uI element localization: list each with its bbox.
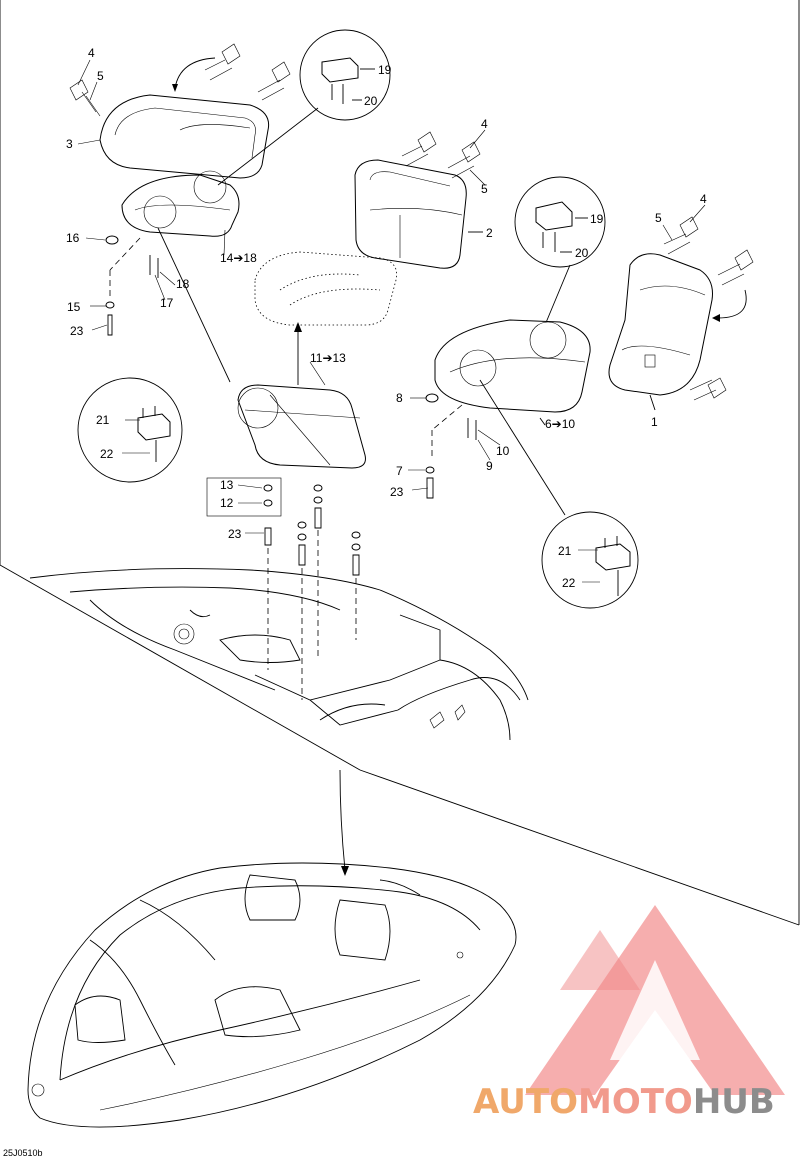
callout-leaders bbox=[77, 59, 706, 583]
callout-20-top: 20 bbox=[364, 94, 378, 108]
callout-6-10: 6➔10 bbox=[545, 417, 575, 431]
hinge-clips-middle bbox=[401, 131, 481, 179]
detail-circle-19-20-top bbox=[217, 29, 391, 186]
callout-19-top: 19 bbox=[378, 63, 392, 77]
frame-lines bbox=[0, 0, 800, 926]
callout-8: 8 bbox=[396, 391, 403, 405]
callout-15: 15 bbox=[67, 300, 81, 314]
boat-deck-closeup bbox=[29, 568, 529, 876]
detail-circle-19-20-right bbox=[514, 176, 606, 326]
callout-10: 10 bbox=[496, 444, 510, 458]
callout-21-left: 21 bbox=[96, 413, 110, 427]
seat-backrest-3 bbox=[99, 94, 270, 179]
seat-cushion-14-18 bbox=[121, 170, 240, 237]
callout-3: 3 bbox=[66, 137, 73, 151]
watermark-part1: AUTO bbox=[473, 1082, 578, 1122]
callout-9: 9 bbox=[486, 459, 493, 473]
hardware-right bbox=[425, 379, 566, 516]
callout-11-13: 11➔13 bbox=[310, 351, 346, 365]
callout-23-center: 23 bbox=[228, 527, 242, 541]
watermark-part3: HUB bbox=[693, 1082, 775, 1122]
seat-backrest-2 bbox=[354, 159, 483, 269]
automotohub-watermark: AUTOMOTOHUB bbox=[473, 905, 785, 1122]
watermark-text: AUTOMOTOHUB bbox=[473, 1082, 775, 1122]
boat-overview bbox=[27, 862, 517, 1128]
callout-5-middle: 5 bbox=[481, 182, 488, 196]
callout-22-left: 22 bbox=[100, 447, 114, 461]
callout-13: 13 bbox=[220, 478, 234, 492]
detail-circle-21-22-right bbox=[541, 511, 639, 609]
cushion-outline-dotted bbox=[254, 251, 398, 385]
callout-21-right: 21 bbox=[558, 544, 572, 558]
seat-cushion-11-13 bbox=[237, 384, 366, 469]
seat-backrest-1 bbox=[608, 253, 747, 411]
seat-cushion-6-10 bbox=[434, 319, 591, 426]
callout-5-top-left: 5 bbox=[97, 69, 104, 83]
callout-1: 1 bbox=[651, 415, 658, 429]
callout-labels: 4 5 3 16 14➔18 18 17 15 23 19 20 4 5 2 1… bbox=[66, 46, 707, 590]
hardware-left bbox=[105, 227, 231, 383]
callout-18: 18 bbox=[176, 277, 190, 291]
hardware-center bbox=[206, 477, 361, 700]
callout-20-right: 20 bbox=[575, 246, 589, 260]
drawing-code: 25J0510b bbox=[3, 1148, 43, 1158]
callout-23-left: 23 bbox=[70, 324, 84, 338]
callout-22-right: 22 bbox=[562, 576, 576, 590]
callout-17: 17 bbox=[160, 296, 174, 310]
callout-14-18: 14➔18 bbox=[220, 251, 257, 265]
callout-7: 7 bbox=[396, 464, 403, 478]
callout-19-right: 19 bbox=[590, 212, 604, 226]
detail-circle-21-22-left bbox=[77, 377, 183, 483]
callout-4-middle: 4 bbox=[481, 117, 488, 131]
hinge-clips-right bbox=[663, 216, 754, 401]
callout-23-right: 23 bbox=[390, 485, 404, 499]
callout-12: 12 bbox=[220, 496, 234, 510]
watermark-part2: MOTO bbox=[578, 1082, 693, 1122]
callout-4-top-left: 4 bbox=[88, 46, 95, 60]
callout-2: 2 bbox=[486, 226, 493, 240]
callout-5-right: 5 bbox=[655, 211, 662, 225]
hinge-clips-top-left bbox=[69, 43, 291, 117]
callout-16: 16 bbox=[66, 231, 80, 245]
callout-4-right: 4 bbox=[700, 192, 707, 206]
